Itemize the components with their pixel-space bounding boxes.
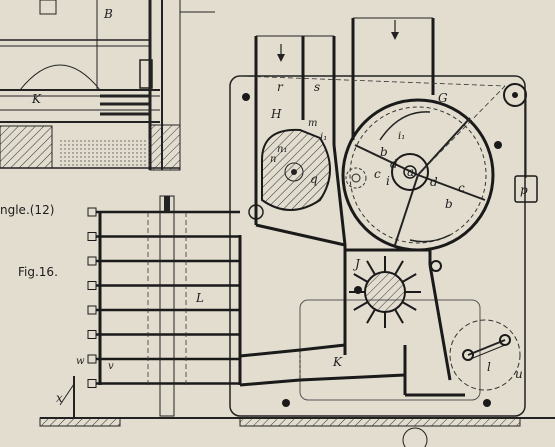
bolt-icon <box>282 399 290 407</box>
label-B: B <box>103 7 113 21</box>
bolt-icon <box>483 399 491 407</box>
lever-mechanism <box>449 319 521 391</box>
label-x: x <box>56 391 63 405</box>
label-c-right: c <box>458 181 465 195</box>
label-n1: n₁ <box>277 144 287 155</box>
fan-blade <box>394 308 404 324</box>
central-chute <box>254 144 465 397</box>
upper-left-apparatus <box>0 0 215 171</box>
tray-handle-icon <box>87 354 97 364</box>
fan-blade <box>401 273 417 283</box>
fan-blade <box>366 260 376 276</box>
label-p: p <box>520 183 528 197</box>
label-c-left: c <box>374 167 381 181</box>
base-plate <box>39 376 555 447</box>
duct-K <box>239 343 406 387</box>
feed-roller <box>248 128 331 220</box>
main-frame <box>229 75 526 417</box>
fan-blade <box>394 260 404 276</box>
label-d-lower: d <box>430 175 438 189</box>
fan-blade <box>353 273 369 283</box>
bolt-icon <box>242 93 250 101</box>
bolt-icon <box>494 141 502 149</box>
label-d-upper: d <box>390 157 398 171</box>
label-K-top: K <box>31 92 42 106</box>
label-n: n <box>270 154 276 165</box>
tray-handle-icon <box>87 207 97 217</box>
fan-blade <box>401 301 417 311</box>
label-G: G <box>438 91 448 105</box>
label-i: i <box>386 174 390 188</box>
label-l: l <box>487 360 491 374</box>
tray-handle-icon <box>87 305 97 315</box>
figure-caption: Fig.16. <box>18 265 58 279</box>
label-m: m <box>308 118 317 129</box>
label-v: v <box>108 361 114 372</box>
label-i1-right: i₁ <box>398 131 405 142</box>
label-K-bottom: K <box>332 355 343 369</box>
label-a: a <box>407 165 414 179</box>
label-b-upper: b <box>380 145 388 159</box>
label-L: L <box>195 291 204 305</box>
tray-handle-icon <box>87 232 97 241</box>
tray-handle-icon <box>87 256 97 266</box>
pulley-weight <box>239 75 538 203</box>
caption-top: ngle.(12) <box>0 203 54 217</box>
label-s: s <box>314 80 320 94</box>
label-r: r <box>277 80 284 94</box>
label-w: w <box>76 356 85 367</box>
shelf-stack <box>87 195 242 417</box>
fan-wheel <box>349 256 421 328</box>
label-q: q <box>310 172 318 186</box>
fan-blade <box>353 301 369 311</box>
label-H: H <box>270 107 282 121</box>
tray-handle-icon <box>87 330 97 339</box>
tray-handle-icon <box>87 281 97 290</box>
label-i1-left: i₁ <box>320 132 327 143</box>
label-J: J <box>352 257 361 271</box>
fan-blade <box>366 308 376 324</box>
hoppers <box>254 17 435 175</box>
tray-handle-icon <box>87 379 97 388</box>
label-b-lower: b <box>445 197 453 211</box>
label-u: u <box>515 367 523 381</box>
